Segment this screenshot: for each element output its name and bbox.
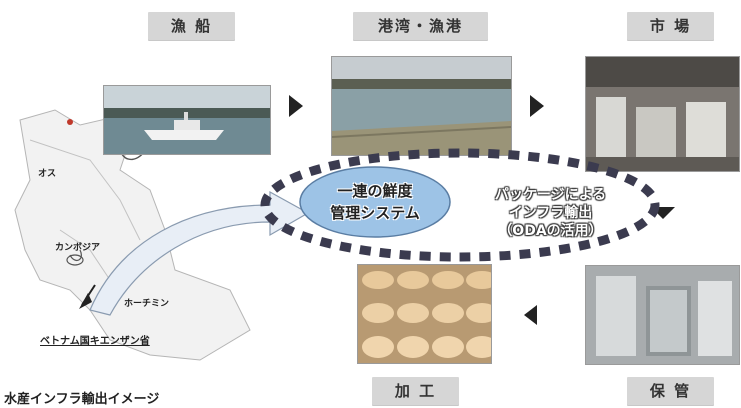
- system-title: 一連の鮮度 管理システム: [330, 180, 420, 224]
- package-description: パッケージによる インフラ輸出 （ODAの活用）: [478, 186, 623, 240]
- stage-label-storage: 保 管: [627, 377, 714, 405]
- system-title-line2: 管理システム: [330, 204, 420, 222]
- arrow-boat-to-port-icon: [289, 95, 303, 117]
- map-label-os: オス: [38, 169, 57, 179]
- system-ring: [260, 148, 660, 262]
- system-title-line1: 一連の鮮度: [337, 182, 413, 200]
- fishing-boat-photo: [103, 85, 271, 155]
- diagram-caption: 水産インフラ輸出イメージ: [4, 392, 160, 407]
- package-line3: （ODAの活用）: [498, 223, 603, 239]
- stage-label-fishing-boat: 漁 船: [148, 12, 235, 40]
- market-photo: [585, 56, 740, 172]
- stage-label-market: 市 場: [627, 12, 714, 40]
- arrow-storage-to-processing-icon: [524, 305, 537, 325]
- port-photo: [331, 56, 512, 156]
- arrow-port-to-market-icon: [530, 95, 544, 117]
- hanoi-marker: [67, 119, 73, 125]
- package-line2: インフラ輸出: [508, 205, 593, 221]
- map-label-hcmc: ホーチミン: [124, 299, 170, 309]
- stage-label-processing: 加 工: [372, 377, 459, 405]
- processing-photo: [357, 264, 492, 364]
- storage-photo: [585, 265, 740, 365]
- stage-label-port: 港湾・漁港: [353, 12, 488, 40]
- system-oval: [299, 166, 451, 238]
- map-label-cambodia: カンボジア: [55, 243, 101, 253]
- province-label: ベトナム国キエンザン省: [40, 336, 150, 347]
- package-line1: パッケージによる: [494, 187, 607, 203]
